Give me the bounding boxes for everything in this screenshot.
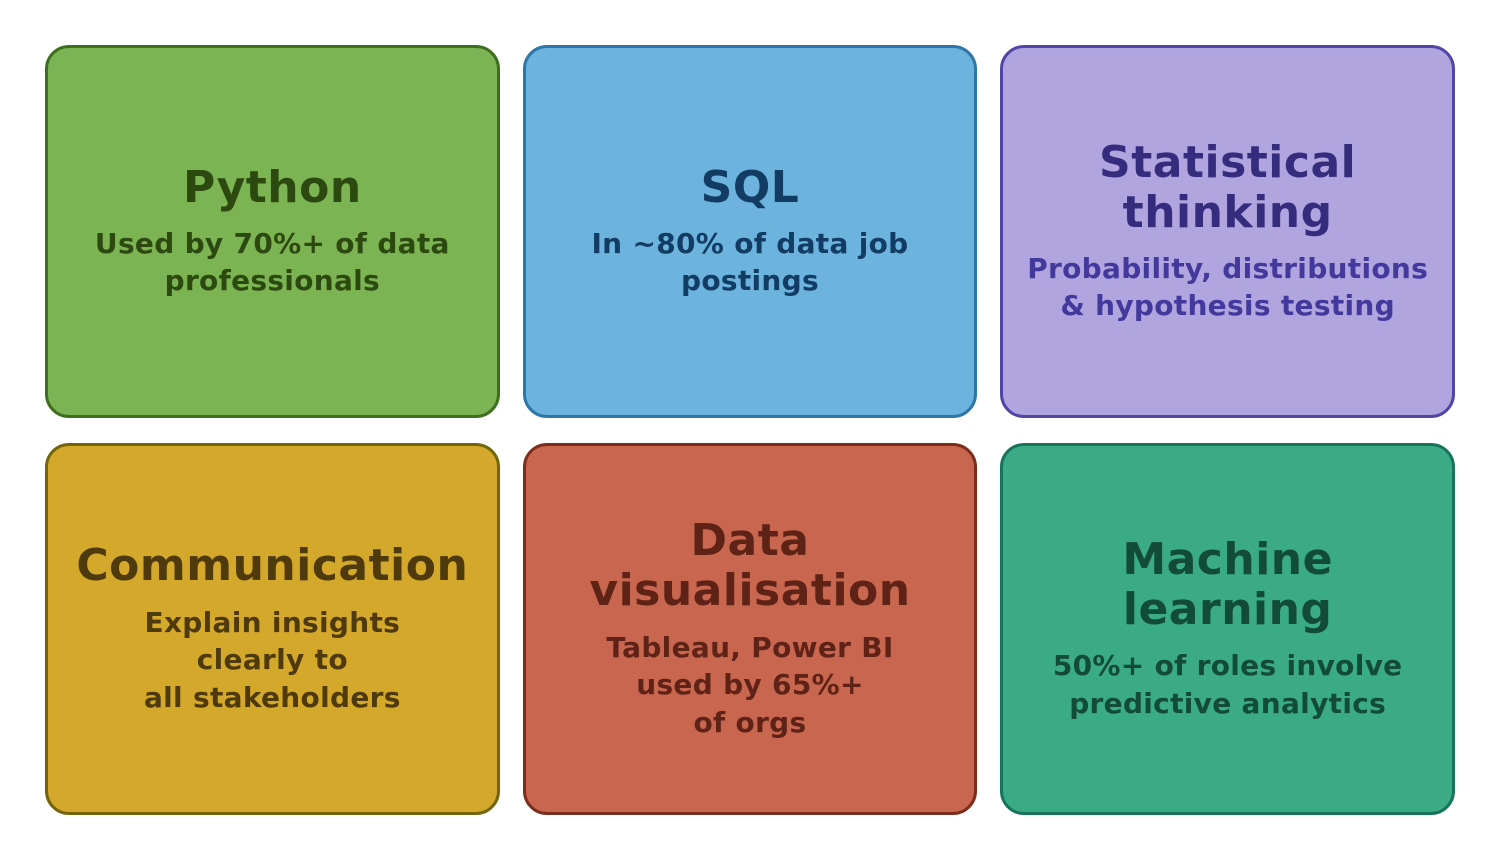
card-communication-subtitle: Explain insights clearly to all stakehol… bbox=[143, 605, 401, 714]
card-machine-learning-subtitle: 50%+ of roles involve predictive analyti… bbox=[1052, 649, 1403, 720]
card-data-visualisation: Data visualisation Tableau, Power BI use… bbox=[522, 442, 978, 815]
card-sql: SQL In ~80% of data job postings bbox=[522, 45, 978, 418]
card-data-visualisation-title: Data visualisation bbox=[589, 515, 911, 617]
card-python: Python Used by 70%+ of data professional… bbox=[45, 45, 500, 418]
card-statistical-thinking-subtitle: Probability, distributions & hypothesis … bbox=[1027, 251, 1429, 323]
card-statistical-thinking: Statistical thinking Probability, distri… bbox=[1000, 45, 1455, 418]
card-data-visualisation-subtitle: Tableau, Power BI used by 65%+ of orgs bbox=[606, 630, 894, 739]
card-communication: Communication Explain insights clearly t… bbox=[45, 442, 500, 815]
card-machine-learning: Machine learning 50%+ of roles involve p… bbox=[1000, 442, 1455, 815]
card-python-title: Python bbox=[183, 161, 362, 213]
card-python-subtitle: Used by 70%+ of data professionals bbox=[94, 226, 450, 298]
card-statistical-thinking-title: Statistical thinking bbox=[1099, 136, 1357, 238]
card-sql-title: SQL bbox=[700, 161, 800, 213]
card-machine-learning-title: Machine learning bbox=[1122, 534, 1333, 636]
card-sql-subtitle: In ~80% of data job postings bbox=[591, 226, 909, 298]
card-communication-title: Communication bbox=[76, 540, 469, 592]
